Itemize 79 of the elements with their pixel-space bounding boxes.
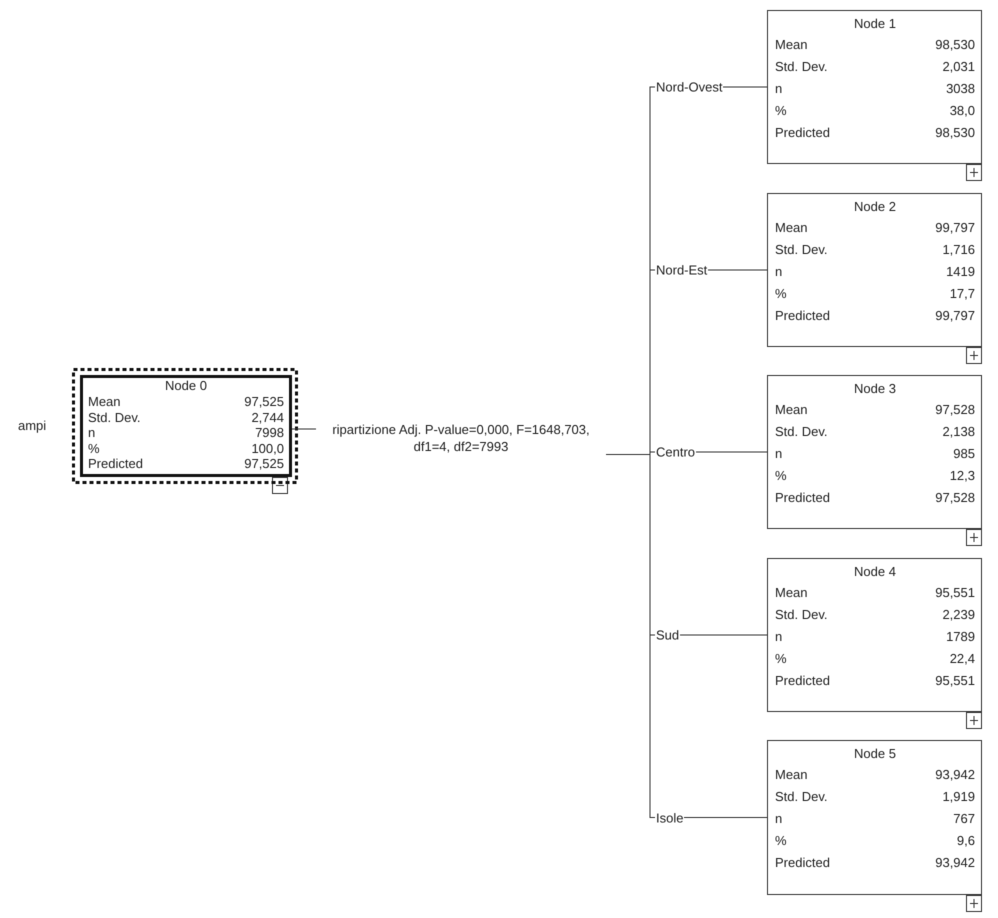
stat-value: 100,0 bbox=[250, 440, 284, 456]
stat-label: Mean bbox=[775, 36, 809, 54]
stat-label: Predicted bbox=[775, 307, 831, 325]
stat-value: 97,528 bbox=[935, 489, 975, 507]
stat-label: n bbox=[775, 810, 784, 828]
stat-label: % bbox=[88, 440, 101, 456]
stat-value: 2,744 bbox=[250, 410, 284, 425]
stat-value: 22,4 bbox=[948, 650, 975, 668]
node-title: Node 1 bbox=[853, 15, 897, 33]
stat-label: Std. Dev. bbox=[775, 606, 829, 624]
stat-label: Predicted bbox=[88, 456, 144, 472]
node-title: Node 0 bbox=[164, 378, 208, 394]
stat-label: Std. Dev. bbox=[775, 423, 829, 441]
stat-value: 93,942 bbox=[935, 766, 975, 784]
stat-label: Predicted bbox=[775, 672, 831, 690]
tree-node-box bbox=[767, 740, 982, 895]
stat-value: 2,138 bbox=[941, 423, 975, 441]
stat-label: Predicted bbox=[775, 489, 831, 507]
stat-label: Mean bbox=[88, 394, 122, 410]
stat-label: % bbox=[775, 102, 788, 120]
stat-value: 1,919 bbox=[941, 788, 975, 806]
stat-label: n bbox=[775, 628, 784, 646]
stat-value: 767 bbox=[952, 810, 975, 828]
stat-value: 97,525 bbox=[244, 456, 284, 472]
stat-label: Std. Dev. bbox=[775, 58, 829, 76]
tree-node-box bbox=[767, 375, 982, 529]
stat-label: Predicted bbox=[775, 854, 831, 872]
stat-label: % bbox=[775, 467, 788, 485]
stat-value: 95,551 bbox=[935, 672, 975, 690]
stat-value: 1419 bbox=[945, 263, 975, 281]
stat-label: Mean bbox=[775, 584, 809, 602]
edge-label: Nord-Est bbox=[655, 262, 708, 278]
stat-value: 1,716 bbox=[941, 241, 975, 259]
node-title: Node 3 bbox=[853, 380, 897, 398]
stat-value: 9,6 bbox=[956, 832, 975, 850]
stat-value: 97,525 bbox=[244, 394, 284, 410]
stat-label: n bbox=[775, 263, 784, 281]
tree-node-box bbox=[80, 375, 292, 477]
stat-value: 1789 bbox=[945, 628, 975, 646]
stat-label: n bbox=[775, 445, 784, 463]
stat-value: 93,942 bbox=[935, 854, 975, 872]
stat-value: 99,797 bbox=[935, 219, 975, 237]
stat-value: 95,551 bbox=[935, 584, 975, 602]
stat-value: 17,7 bbox=[948, 285, 975, 303]
stat-value: 985 bbox=[952, 445, 975, 463]
stat-value: 98,530 bbox=[935, 36, 975, 54]
node-title: Node 2 bbox=[853, 198, 897, 216]
stat-label: % bbox=[775, 832, 788, 850]
stat-label: Std. Dev. bbox=[88, 410, 142, 425]
node-title: Node 4 bbox=[853, 563, 897, 581]
edge-label: Isole bbox=[655, 810, 684, 825]
stat-value: 2,031 bbox=[941, 58, 975, 76]
stat-label: % bbox=[775, 650, 788, 668]
stat-label: n bbox=[775, 80, 784, 98]
stat-value: 12,3 bbox=[948, 467, 975, 485]
stat-label: n bbox=[88, 425, 96, 440]
stat-value: 38,0 bbox=[948, 102, 975, 120]
tree-node-box bbox=[767, 10, 982, 164]
stat-value: 3038 bbox=[945, 80, 975, 98]
edge-label: Sud bbox=[655, 628, 680, 642]
tree-node-box bbox=[767, 193, 982, 347]
edge-label: Nord-Ovest bbox=[655, 80, 724, 94]
stat-value: 2,239 bbox=[941, 606, 975, 624]
connector-line bbox=[292, 428, 316, 430]
stat-value: 99,797 bbox=[935, 307, 975, 325]
stat-label: Std. Dev. bbox=[775, 788, 829, 806]
edge-label: Centro bbox=[655, 444, 696, 460]
stat-label: Predicted bbox=[775, 124, 831, 142]
target-variable-label: ampi bbox=[18, 418, 46, 433]
stat-value: 98,530 bbox=[935, 124, 975, 142]
stat-label: Mean bbox=[775, 766, 809, 784]
stat-label: Mean bbox=[775, 401, 809, 419]
stat-label: % bbox=[775, 285, 788, 303]
stat-value: 97,528 bbox=[935, 401, 975, 419]
tree-node-box bbox=[767, 558, 982, 712]
node-title: Node 5 bbox=[853, 745, 897, 763]
stat-label: Mean bbox=[775, 219, 809, 237]
stat-label: Std. Dev. bbox=[775, 241, 829, 259]
stat-value: 7998 bbox=[254, 425, 284, 440]
